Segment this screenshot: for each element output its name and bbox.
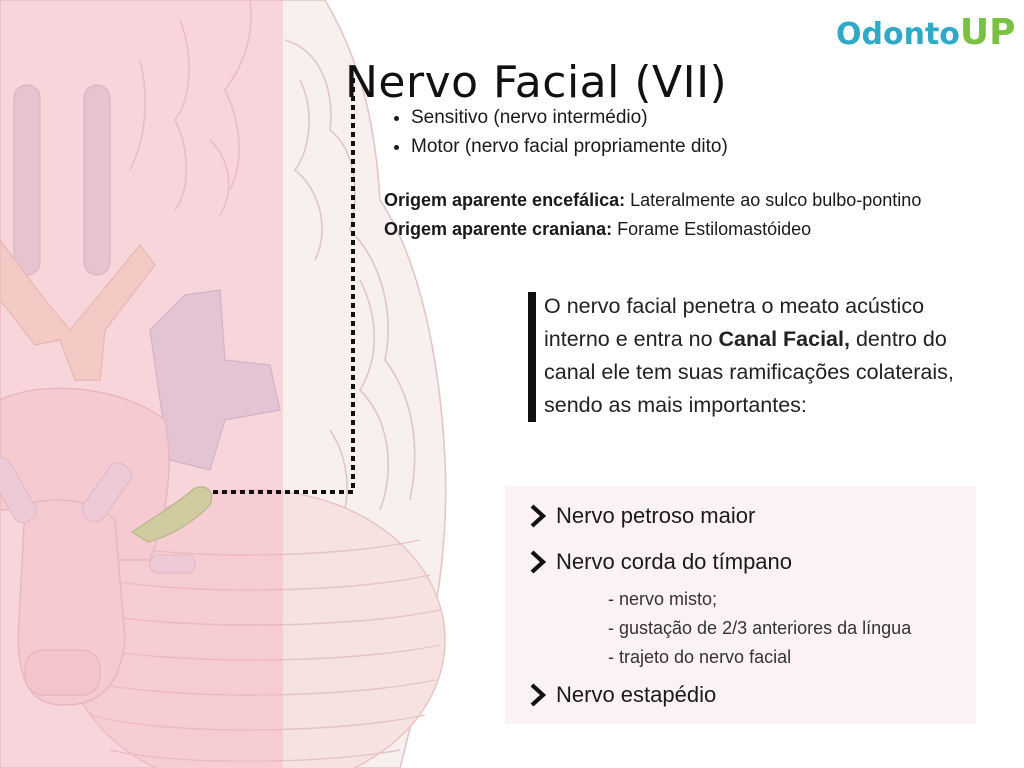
origins-block: Origem aparente encefálica: Lateralmente… — [384, 186, 921, 244]
branch-item-corda-timpano: Nervo corda do tímpano — [528, 549, 792, 575]
branch-detail: - trajeto do nervo facial — [608, 647, 792, 667]
description-text-end: dentro do canal ele tem suas ramificaçõe… — [544, 327, 954, 417]
chevron-right-icon — [530, 504, 547, 528]
chevron-right-icon — [530, 683, 547, 707]
description-text: O nervo facial penetra o meato acústico … — [544, 294, 925, 351]
origin-cranial-value: Forame Estilomastóideo — [617, 219, 812, 239]
branch-item-petroso: Nervo petroso maior — [528, 503, 755, 529]
origin-encephalic-label: Origem aparente encefálica: — [384, 190, 626, 210]
nerve-components-list: Sensitivo (nervo intermédio) Motor (nerv… — [390, 103, 728, 161]
chevron-right-icon — [530, 550, 547, 574]
branch-item-estapedio: Nervo estapédio — [528, 682, 716, 708]
olfactory-tracts — [13, 84, 111, 276]
brand-logo: OdontoUP — [836, 12, 1016, 53]
branch-label: Nervo petroso maior — [556, 503, 756, 528]
branch-label: Nervo estapédio — [556, 682, 717, 707]
optic-chiasm — [0, 239, 156, 381]
quote-bar — [528, 292, 536, 422]
branch-detail: - gustação de 2/3 anteriores da língua — [608, 618, 912, 638]
cranial-nerves — [0, 456, 196, 574]
brainstem — [0, 387, 170, 706]
branches-panel — [505, 486, 976, 724]
description-bold: Canal Facial, — [718, 327, 850, 351]
origin-cranial: Origem aparente craniana: Forame Estilom… — [384, 215, 921, 244]
logo-text-up: UP — [959, 12, 1016, 53]
page-title: Nervo Facial (VII) — [345, 57, 728, 109]
branch-detail: - nervo misto; — [608, 589, 718, 609]
list-item: Motor (nervo facial propriamente dito) — [411, 132, 728, 161]
list-item: Sensitivo (nervo intermédio) — [411, 103, 728, 132]
branch-label: Nervo corda do tímpano — [556, 549, 793, 574]
highlight-overlay — [0, 0, 283, 768]
origin-encephalic: Origem aparente encefálica: Lateralmente… — [384, 186, 921, 215]
origin-encephalic-value: Lateralmente ao sulco bulbo-pontino — [630, 190, 922, 210]
logo-text-odonto: Odonto — [836, 17, 960, 52]
description-quote: O nervo facial penetra o meato acústico … — [544, 290, 984, 422]
origin-cranial-label: Origem aparente craniana: — [384, 219, 613, 239]
